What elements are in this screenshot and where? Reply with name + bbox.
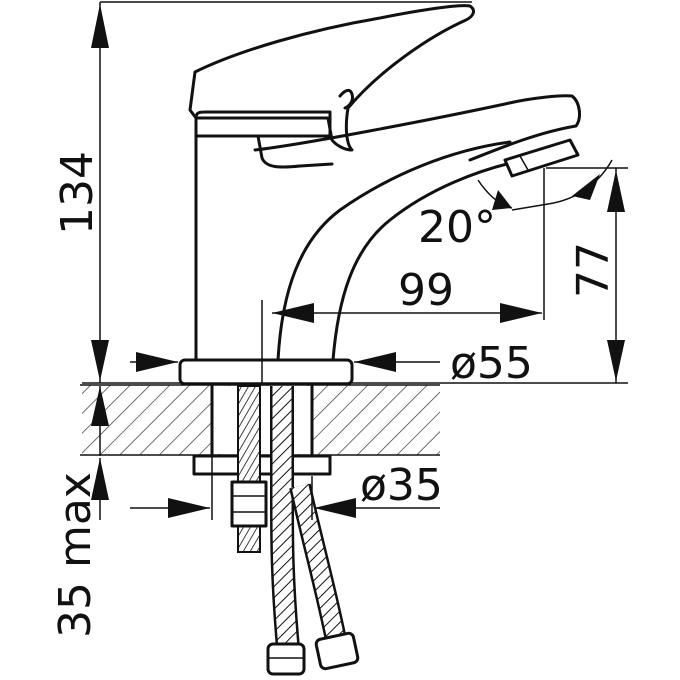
- height-dimension: 134: [52, 1, 472, 383]
- height-total-label: 134: [52, 151, 103, 235]
- base-diameter-dimension: ø55: [130, 338, 533, 389]
- angle-dimension: 20°: [418, 159, 613, 253]
- outlet-height-label: 77: [568, 242, 619, 298]
- angle-label: 20°: [418, 202, 496, 253]
- outlet-height-dimension: 77: [543, 167, 628, 383]
- threaded-stud: [230, 385, 268, 553]
- faucet-body: [178, 94, 581, 386]
- spout-reach-label: 99: [398, 265, 454, 316]
- countertop-thickness-dimension: 35 max: [50, 386, 109, 638]
- aerator: [503, 138, 580, 178]
- flexible-hose-right: [289, 483, 360, 671]
- spout-reach-dimension: 99: [261, 265, 542, 383]
- mounting-nut: [192, 454, 332, 476]
- base-diameter-label: ø55: [450, 338, 533, 389]
- hole-diameter-label: ø35: [360, 460, 443, 511]
- flexible-hose-left: [266, 386, 306, 676]
- lever-handle: [188, 4, 475, 152]
- hole-diameter-dimension: ø35: [130, 455, 443, 520]
- countertop-thickness-label: 35 max: [50, 472, 101, 638]
